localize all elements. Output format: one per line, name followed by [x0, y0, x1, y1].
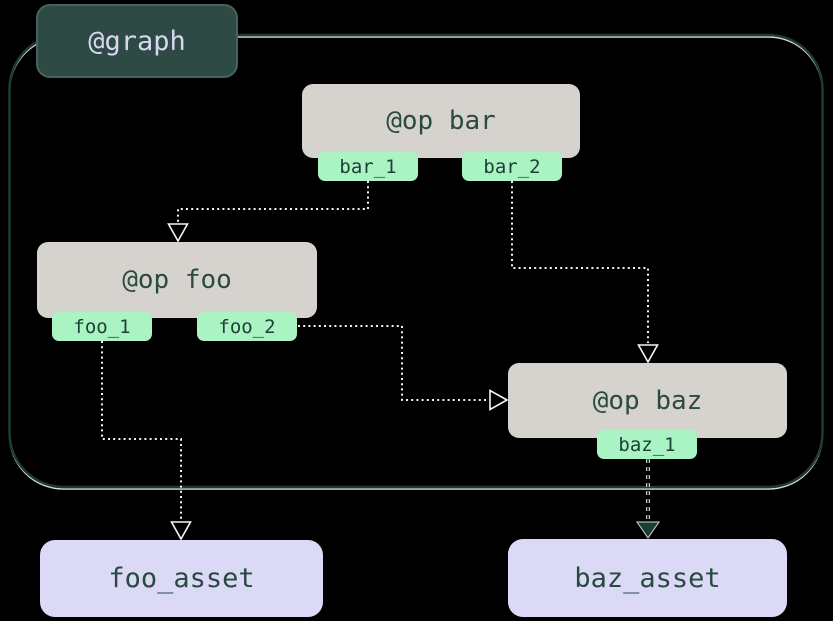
- baz-asset-label: baz_asset: [574, 562, 721, 594]
- arrowhead-down-filled-icon: [636, 521, 660, 539]
- output-pill-bar-2-label: bar_2: [483, 155, 541, 178]
- output-pill-foo-2[interactable]: foo_2: [197, 312, 297, 341]
- output-pill-foo-1[interactable]: foo_1: [52, 312, 152, 341]
- foo-asset-label: foo_asset: [108, 563, 255, 594]
- graph-title-label: @graph: [88, 25, 186, 57]
- output-pill-baz-1[interactable]: baz_1: [597, 430, 697, 459]
- edge-line: [511, 181, 649, 343]
- edge-line: [298, 325, 488, 401]
- graph-container-border: [8, 33, 824, 490]
- op-bar-label: @op bar: [386, 106, 496, 136]
- edge-line: [101, 341, 182, 520]
- op-baz-label: @op baz: [592, 385, 703, 416]
- op-node-bar[interactable]: @op bar: [302, 84, 580, 158]
- output-pill-bar-1[interactable]: bar_1: [318, 152, 418, 181]
- graph-border-outline: [8, 33, 824, 489]
- arrowhead-down-icon: [167, 223, 189, 243]
- output-pill-bar-2[interactable]: bar_2: [462, 152, 562, 181]
- output-pill-foo-2-label: foo_2: [218, 315, 276, 338]
- op-node-baz[interactable]: @op baz: [508, 363, 787, 438]
- output-pill-bar-1-label: bar_1: [339, 155, 397, 178]
- arrowhead-right-icon: [489, 389, 509, 411]
- asset-node-baz-asset[interactable]: baz_asset: [508, 539, 787, 617]
- op-node-foo[interactable]: @op foo: [37, 242, 317, 318]
- edge-baz-1-to-baz-asset: [636, 459, 660, 539]
- edge-bar-1-to-foo: [167, 181, 369, 243]
- op-foo-label: @op foo: [122, 265, 232, 295]
- output-pill-baz-1-label: baz_1: [618, 433, 676, 456]
- edge-bar-2-to-baz: [511, 181, 659, 364]
- output-pill-foo-1-label: foo_1: [73, 315, 131, 338]
- edge-line: [177, 181, 369, 222]
- graph-title-node[interactable]: @graph: [36, 4, 238, 78]
- edge-foo-1-to-foo-asset: [101, 341, 192, 541]
- asset-node-foo-asset[interactable]: foo_asset: [40, 540, 323, 617]
- arrowhead-down-icon: [637, 344, 659, 364]
- arrowhead-down-icon: [170, 521, 192, 541]
- edge-foo-2-to-baz: [298, 325, 509, 411]
